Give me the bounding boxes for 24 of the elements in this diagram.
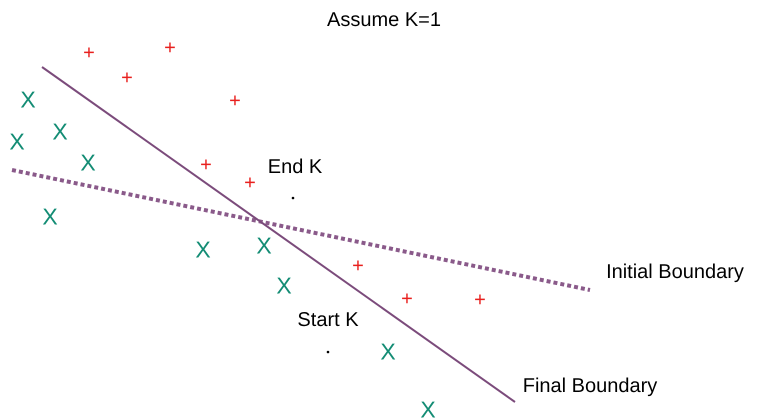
- annotation-text: End K: [268, 157, 322, 177]
- cross-marker: X: [380, 340, 396, 364]
- plus-marker: +: [474, 290, 486, 310]
- cross-marker: X: [20, 88, 36, 112]
- plus-marker: +: [164, 38, 176, 58]
- plus-marker: +: [200, 155, 212, 175]
- title: Assume K=1: [327, 10, 441, 30]
- plus-marker: +: [83, 43, 95, 63]
- cross-marker: X: [52, 120, 68, 144]
- plus-marker: +: [401, 289, 413, 309]
- cross-marker: X: [420, 398, 436, 420]
- annotation-text: Start K: [297, 310, 359, 330]
- annotation-text: Final Boundary: [522, 376, 658, 396]
- cross-marker: X: [195, 238, 211, 262]
- plus-marker: +: [229, 91, 241, 111]
- annotation-text: Initial Boundary: [606, 262, 744, 282]
- plus-marker: +: [352, 256, 364, 276]
- cross-marker: X: [256, 234, 272, 258]
- plus-marker: +: [244, 173, 256, 193]
- plus-marker: +: [121, 68, 133, 88]
- cross-marker: X: [80, 152, 96, 174]
- cross-marker: X: [9, 130, 25, 154]
- cross-marker: X: [42, 206, 58, 228]
- cross-marker: X: [276, 274, 292, 298]
